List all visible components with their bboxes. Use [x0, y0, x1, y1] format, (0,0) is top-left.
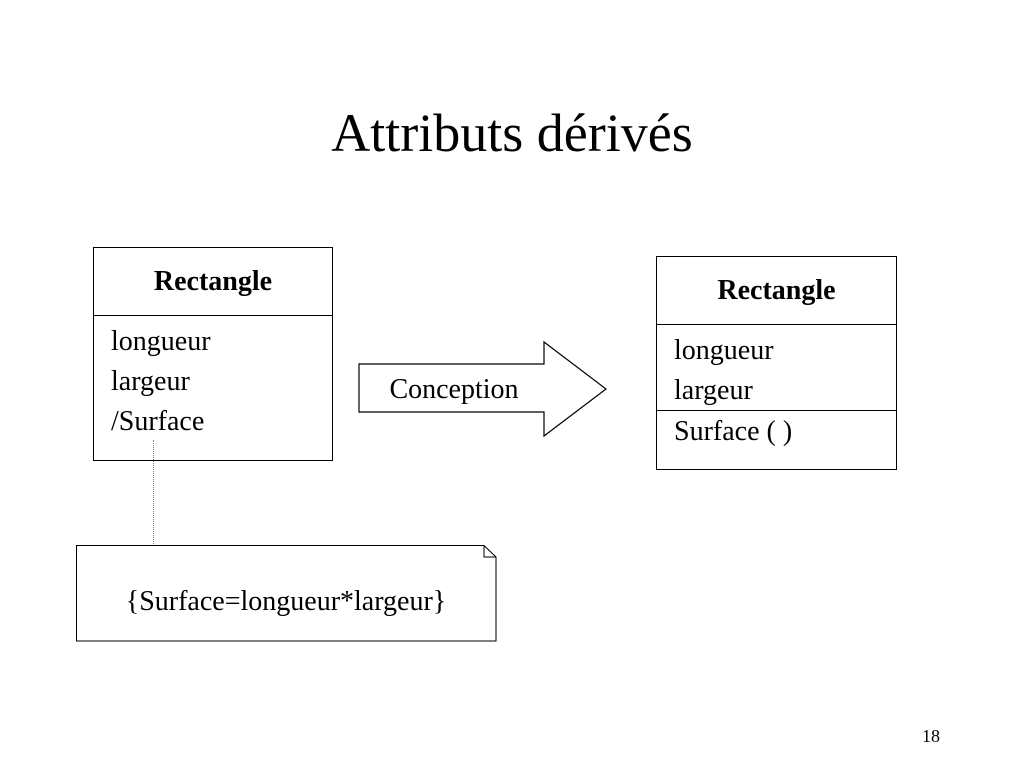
attribute-longueur: longueur: [111, 326, 211, 357]
class-name: Rectangle: [657, 257, 896, 325]
attributes-compartment: longueur largeur /Surface: [94, 316, 332, 442]
class-box-rectangle-analysis: Rectangle longueur largeur /Surface: [93, 247, 333, 461]
arrow-label: Conception: [389, 374, 519, 405]
class-name: Rectangle: [94, 248, 332, 316]
attribute-largeur: largeur: [111, 366, 190, 397]
attribute-largeur: largeur: [674, 375, 753, 406]
attributes-compartment: longueur largeur: [657, 325, 896, 410]
operation-surface: Surface ( ): [674, 416, 793, 447]
slide-title: Attributs dérivés: [331, 103, 693, 163]
note-connector: [153, 440, 154, 548]
class-box-rectangle-design: Rectangle longueur largeur Surface ( ): [656, 256, 897, 470]
conception-arrow: [358, 340, 607, 438]
operations-compartment: Surface ( ): [657, 410, 896, 452]
attribute-longueur: longueur: [674, 335, 774, 366]
attribute-derived-surface: /Surface: [111, 406, 205, 437]
slide-number: 18: [922, 726, 940, 746]
constraint-text: {Surface=longueur*largeur}: [125, 586, 447, 617]
constraint-note: [76, 545, 497, 642]
